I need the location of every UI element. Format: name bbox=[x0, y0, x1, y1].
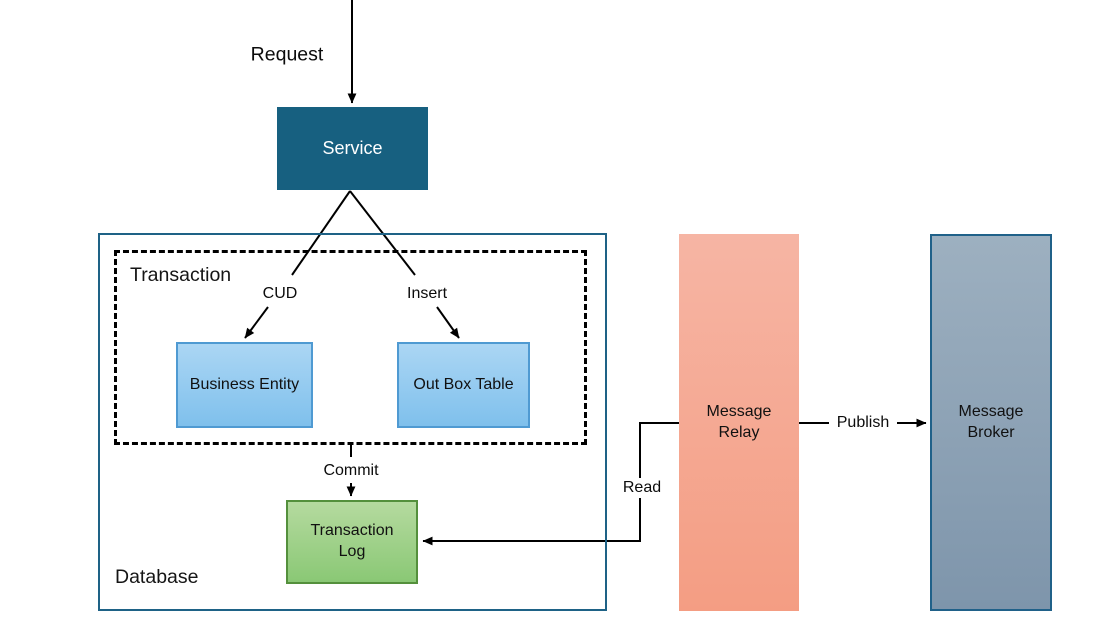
message-relay-label-line1: Message bbox=[706, 402, 772, 420]
read-edge-label: Read bbox=[619, 478, 665, 498]
service-node: Service bbox=[277, 107, 428, 190]
database-container: Database bbox=[98, 233, 607, 611]
insert-edge-label: Insert bbox=[406, 285, 448, 302]
publish-edge-label: Publish bbox=[836, 414, 890, 431]
transaction-label: Transaction bbox=[130, 264, 232, 286]
message-broker-label-line2: Broker bbox=[967, 423, 1015, 441]
request-edge-label: Request bbox=[250, 43, 324, 66]
service-label: Service bbox=[322, 138, 383, 158]
message-relay-label-line2: Relay bbox=[718, 423, 760, 441]
transaction-log-node: Transaction Log bbox=[286, 500, 418, 584]
cud-edge-label: CUD bbox=[262, 285, 298, 302]
message-broker-node: Message Broker bbox=[930, 234, 1052, 611]
out-box-table-node: Out Box Table bbox=[397, 342, 530, 428]
transaction-log-label-line1: Transaction bbox=[310, 522, 394, 540]
business-entity-node: Business Entity bbox=[176, 342, 313, 428]
transaction-boundary: Transaction bbox=[114, 250, 587, 445]
out-box-table-label: Out Box Table bbox=[413, 376, 514, 393]
commit-edge-label: Commit bbox=[323, 462, 379, 479]
message-relay-node: Message Relay bbox=[679, 234, 799, 611]
transaction-log-label-line2: Log bbox=[338, 543, 366, 560]
message-broker-label-line1: Message bbox=[958, 402, 1024, 420]
database-label: Database bbox=[115, 566, 199, 588]
business-entity-label: Business Entity bbox=[189, 376, 300, 393]
